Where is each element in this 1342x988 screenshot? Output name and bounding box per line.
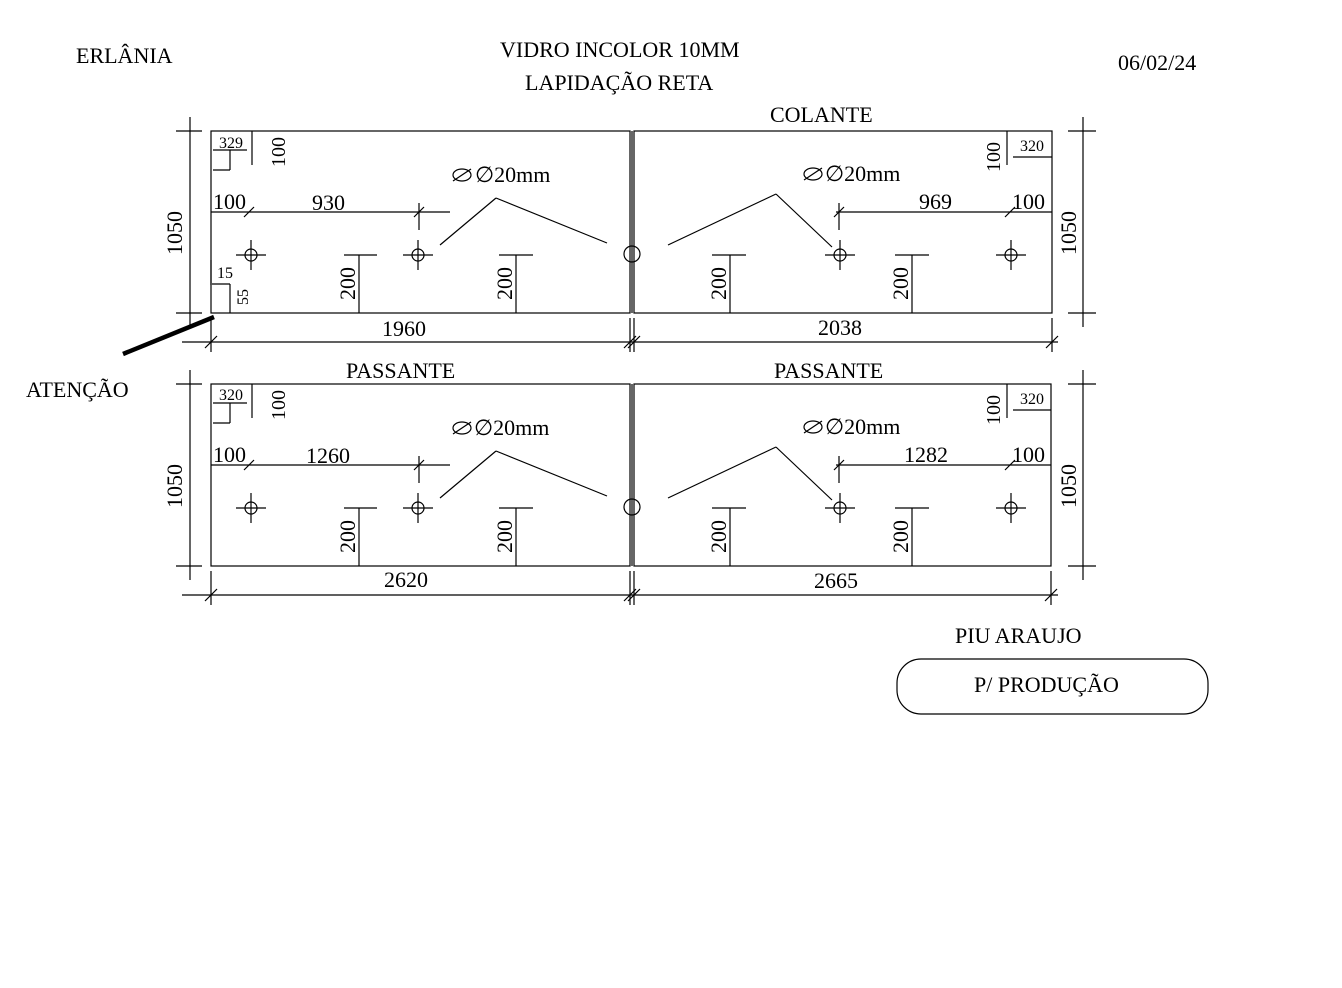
glass-panel-2620	[210, 383, 631, 567]
hole-span-dim: 930	[312, 190, 345, 215]
edge-dim: 100	[213, 442, 246, 467]
notch-height-dim: 100	[983, 395, 1005, 425]
height-dim-right: 1050	[1056, 464, 1081, 508]
finish-type: LAPIDAÇÃO RETA	[525, 70, 713, 95]
edge-dim: 100	[1012, 442, 1045, 467]
glass-panel-1960	[210, 130, 631, 314]
vertical-dim-200-a: 200	[706, 267, 731, 300]
production-status-button[interactable]: P/ PRODUÇÃO	[896, 658, 1209, 715]
warning-label: ATENÇÃO	[26, 377, 129, 402]
joint-hole	[623, 245, 641, 263]
glass-row-1: 1050 1050 COLANTE 329 100 100 930 ∅20mm …	[162, 102, 1096, 352]
glass-panel-2665	[633, 383, 1052, 567]
vertical-dim-200-b: 200	[888, 267, 913, 300]
vertical-dim-200-a: 200	[335, 267, 360, 300]
width-dim-left: 2620	[384, 567, 428, 592]
diameter-label: ∅20mm	[825, 161, 900, 186]
glass-panel-2038	[633, 130, 1053, 314]
width-dim-right: 2665	[814, 568, 858, 593]
small-dim-55: 55	[235, 289, 252, 305]
label-colante: COLANTE	[770, 102, 873, 127]
height-dim-left: 1050	[162, 464, 187, 508]
glass-title: VIDRO INCOLOR 10MM	[500, 37, 740, 62]
designer-name: PIU ARAUJO	[955, 623, 1082, 648]
vertical-dim-200-a: 200	[335, 520, 360, 553]
small-dim-15: 15	[217, 265, 233, 282]
vertical-dim-200-a: 200	[706, 520, 731, 553]
notch-width-dim: 320	[1020, 391, 1044, 408]
edge-dim: 100	[1012, 189, 1045, 214]
production-status-label: P/ PRODUÇÃO	[974, 672, 1119, 697]
diameter-label: ∅20mm	[825, 414, 900, 439]
vertical-dim-200-b: 200	[492, 267, 517, 300]
label-passante-left: PASSANTE	[346, 358, 455, 383]
height-dim-right: 1050	[1056, 211, 1081, 255]
hole-span-dim: 1260	[306, 443, 350, 468]
width-dim-left: 1960	[382, 316, 426, 341]
diameter-label: ∅20mm	[475, 162, 550, 187]
hole-span-dim: 969	[919, 189, 952, 214]
notch-height-dim: 100	[268, 390, 290, 420]
notch-width-dim: 320	[1020, 138, 1044, 155]
notch-width-dim: 329	[219, 135, 243, 152]
width-dim-right: 2038	[818, 315, 862, 340]
warning-pointer	[122, 314, 215, 357]
notch-height-dim: 100	[268, 137, 290, 167]
diameter-label: ∅20mm	[474, 415, 549, 440]
drawing-date: 06/02/24	[1118, 50, 1196, 75]
vertical-dim-200-b: 200	[492, 520, 517, 553]
vertical-dim-200-b: 200	[888, 520, 913, 553]
notch-width-dim: 320	[219, 387, 243, 404]
edge-dim: 100	[213, 189, 246, 214]
notch-height-dim: 100	[983, 142, 1005, 172]
glass-row-2: 1050 1050 PASSANTE PASSANTE 320 100 100 …	[162, 358, 1096, 605]
client-name: ERLÂNIA	[76, 43, 173, 68]
height-dim-left: 1050	[162, 211, 187, 255]
label-passante-right: PASSANTE	[774, 358, 883, 383]
hole-span-dim: 1282	[904, 442, 948, 467]
joint-hole	[623, 498, 641, 516]
